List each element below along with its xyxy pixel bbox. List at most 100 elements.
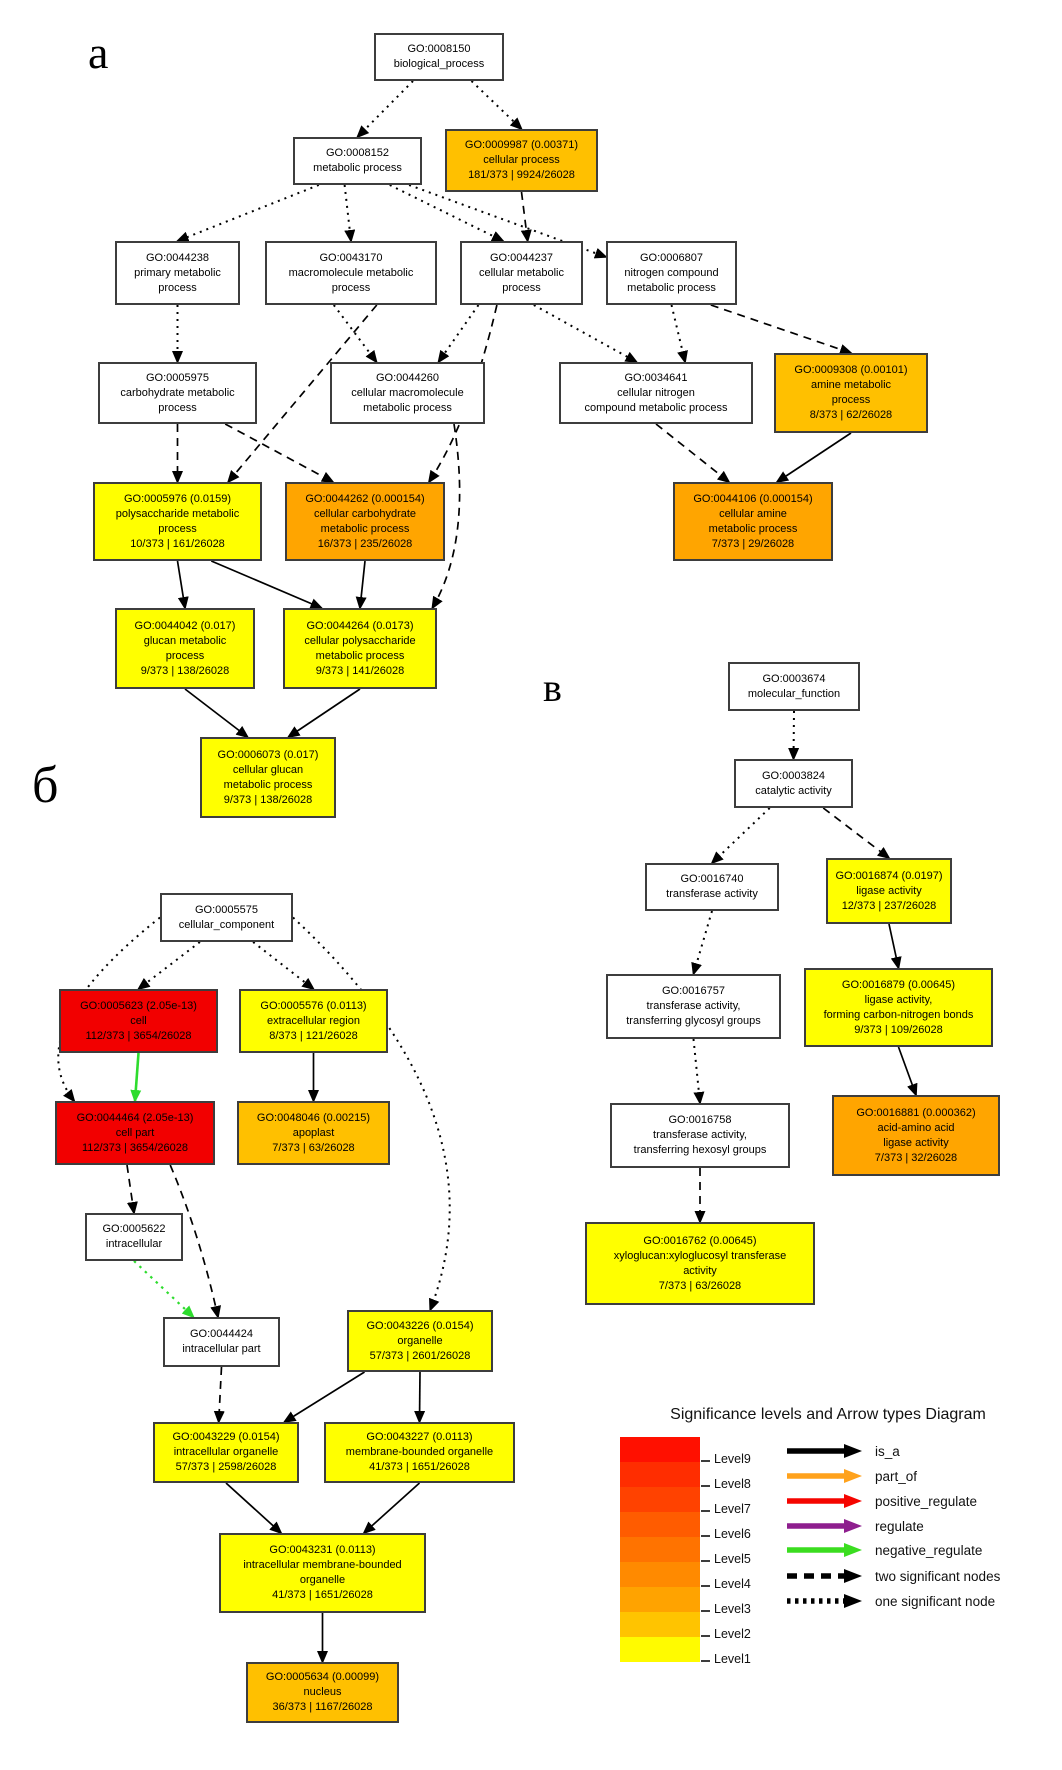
node-text-line: cellular glucan — [232, 763, 304, 776]
edge-GO0043226-GO0043227 — [414, 1371, 426, 1424]
edge-GO0044237-GO0034641 — [533, 304, 639, 363]
node-go-0005976[interactable]: GO:0005976 (0.0159)polysaccharide metabo… — [93, 482, 262, 561]
node-text-line: membrane-bounded organelle — [345, 1446, 494, 1458]
legend-arrow-label: positive_regulate — [875, 1493, 978, 1509]
node-text-line: GO:0044238 — [146, 251, 209, 264]
edge-GO0008152-GO0043170 — [343, 184, 356, 243]
edge-GO0016740-GO0016757 — [691, 910, 713, 976]
node-text-line: GO:0044237 — [490, 251, 553, 264]
legend-arrow-label: part_of — [875, 1468, 918, 1484]
node-text-line: GO:0005622 — [102, 1223, 166, 1235]
edge-GO0044042-GO0006073 — [184, 688, 250, 739]
node-go-0043231[interactable]: GO:0043231 (0.0113)intracellular membran… — [219, 1533, 426, 1613]
node-text-line: amine metabolic — [810, 379, 892, 391]
node-go-0016879[interactable]: GO:0016879 (0.00645)ligase activity,form… — [804, 968, 993, 1047]
node-text-line: GO:0043170 — [319, 251, 383, 264]
node-go-0003674[interactable]: GO:0003674 molecular_function — [728, 662, 860, 711]
node-text-line: extracellular region — [267, 1014, 360, 1027]
node-text-line: GO:0005975 — [146, 371, 209, 384]
edge-GO0005976-GO0044042 — [176, 560, 189, 610]
node-go-0016762[interactable]: GO:0016762 (0.00645) xyloglucan:xylogluco… — [585, 1222, 815, 1305]
legend-arrow-label: one significant node — [875, 1593, 996, 1609]
edge-GO0005575-GO0005576 — [252, 941, 316, 991]
node-text-line: 7/373 | 63/26028 — [658, 1279, 742, 1292]
node-text-line: ligase activity, — [864, 993, 933, 1006]
negative-regulate-arrow-icon — [787, 1543, 862, 1557]
node-text-line: GO:0044262 (0.000154) — [305, 492, 425, 505]
node-text-line: intracellular organelle — [173, 1446, 279, 1458]
legend-level-label-level9: Level9 — [714, 1452, 751, 1466]
legend-level-label-level2: Level2 — [714, 1627, 751, 1641]
node-text-line: xyloglucan:xyloglucosyl transferase — [613, 1249, 787, 1262]
legend-arrow-row-one-significant-node: one significant node — [786, 1593, 995, 1609]
node-text-line: GO:0009308 (0.00101) — [794, 364, 908, 376]
node-text-line: nitrogen compound — [624, 266, 719, 279]
legend-level-label-level3: Level3 — [714, 1602, 751, 1616]
legend-level-band-level9 — [620, 1437, 700, 1462]
node-text-line: molecular_function — [747, 687, 841, 700]
edge-GO0008150-GO0008152 — [356, 80, 414, 139]
edge-GO0005623-GO0044464 — [130, 1052, 142, 1103]
node-text-line: transferase activity, — [653, 1129, 747, 1141]
node-text-line: GO:0044042 (0.017) — [134, 619, 236, 632]
node-text-line: GO:0016740 — [680, 873, 744, 885]
legend-level-label-level8: Level8 — [714, 1477, 751, 1491]
edge-GO0006807-GO0034641 — [670, 304, 688, 364]
node-text-line: GO:0016879 (0.00645) — [841, 978, 956, 991]
node-go-0044264[interactable]: GO:0044264 (0.0173)cellular polysacchari… — [283, 608, 437, 689]
node-go-0043229[interactable]: GO:0043229 (0.0154)intracellular organel… — [153, 1422, 299, 1483]
node-text-line: 112/373 | 3654/26028 — [85, 1029, 192, 1042]
node-text-line: carbohydrate metabolic — [120, 386, 235, 399]
legend-arrow-row-is-a: is_a — [786, 1443, 900, 1459]
node-text-line: 41/373 | 1651/26028 — [272, 1589, 373, 1601]
node-text-line: metabolic process — [320, 522, 410, 535]
edge-GO0044464-GO0005622 — [126, 1164, 138, 1215]
edge-GO0043170-GO0044260 — [332, 304, 378, 364]
node-text-line: GO:0003674 — [762, 672, 826, 685]
edge-GO0044424-GO0043229 — [213, 1366, 225, 1424]
node-go-0044262[interactable]: GO:0044262 (0.000154)cellular carbohydra… — [285, 482, 445, 561]
node-text-line: apoplast — [292, 1126, 335, 1139]
node-text-line: 112/373 | 3654/26028 — [81, 1141, 189, 1154]
legend-arrow-row-regulate: regulate — [786, 1518, 924, 1534]
node-go-0043227[interactable]: GO:0043227 (0.0113)membrane-bounded orga… — [324, 1422, 515, 1483]
legend-level-band-level7 — [620, 1487, 700, 1512]
edge-GO0043229-GO0043231 — [225, 1482, 283, 1535]
node-text-line: GO:0016762 (0.00645) — [643, 1234, 757, 1247]
node-text-line: transferring glycosyl groups — [626, 1015, 761, 1027]
edge-GO0044264-GO0006073 — [286, 688, 361, 739]
node-text-line: GO:0043226 (0.0154) — [366, 1319, 474, 1332]
legend-arrow-row-positive-regulate: positive_regulate — [786, 1493, 977, 1509]
node-text-line: 8/373 | 62/26028 — [809, 409, 893, 421]
legend-level-band-level4 — [620, 1562, 700, 1587]
